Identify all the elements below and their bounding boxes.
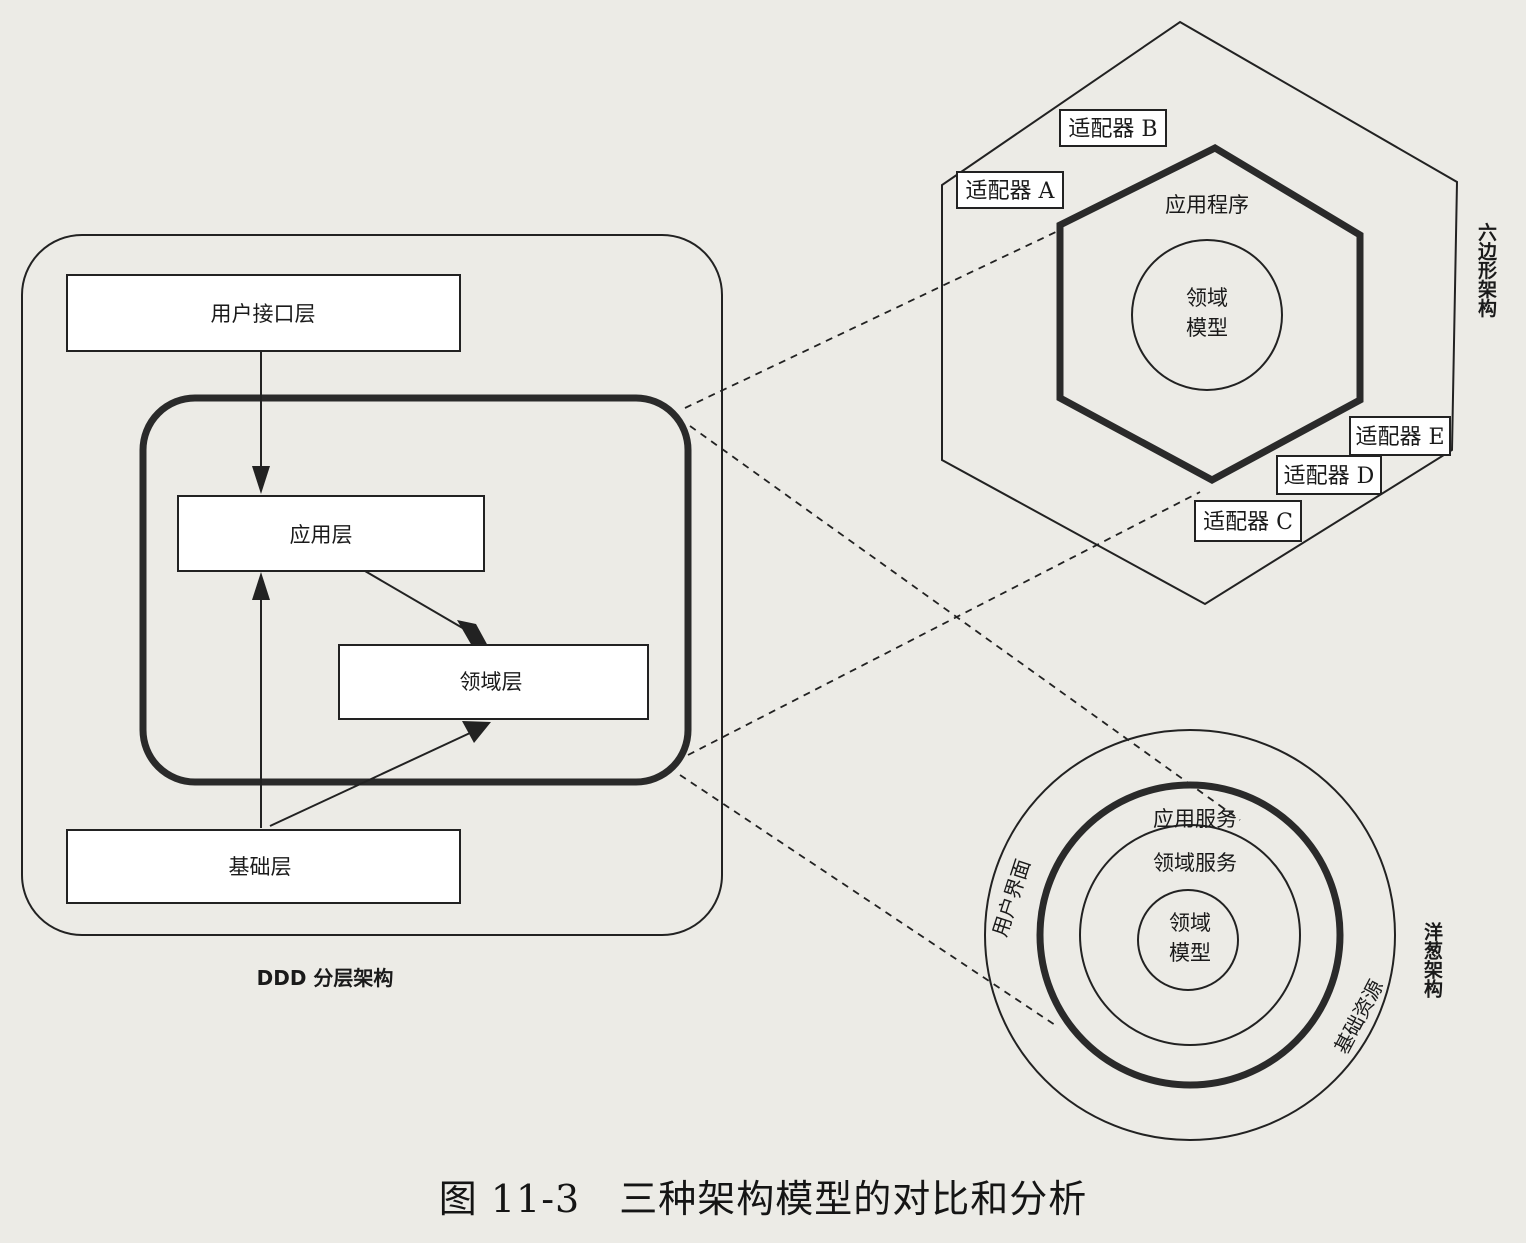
ddd-layer-app-box	[177, 495, 485, 572]
ddd-layer-domain-label: 领域层	[460, 670, 523, 694]
hexagon-domain-model-line2: 模型	[1186, 316, 1228, 340]
onion-domain-service-ring	[1079, 824, 1301, 1046]
adapter-b: 适配器 B	[1059, 109, 1167, 147]
arrow-infra-to-domain	[269, 721, 491, 827]
hexagon-domain-model-line1: 领域	[1186, 286, 1228, 310]
ddd-core-frame	[139, 394, 692, 786]
ddd-layer-domain-box	[338, 644, 649, 720]
arrow-infra-to-app	[252, 572, 270, 828]
svg-text:适配器 D: 适配器 D	[1284, 464, 1375, 489]
adapter-c: 适配器 C	[1194, 500, 1302, 542]
onion-app-service-label: 应用服务	[1153, 807, 1237, 831]
arrow-ui-to-app	[252, 351, 270, 494]
svg-text:适配器 C: 适配器 C	[1203, 510, 1293, 535]
svg-text:适配器 B: 适配器 B	[1068, 117, 1157, 142]
adapter-a: 适配器 A	[956, 171, 1064, 209]
ddd-layer-infra-label: 基础层	[229, 855, 292, 879]
ddd-layer-app-label: 应用层	[290, 523, 353, 547]
onion-user-interface-label: 用户界面	[988, 856, 1036, 940]
connector-dash-1	[684, 229, 1061, 409]
onion-domain-service-label: 领域服务	[1153, 851, 1237, 875]
connector-dash-2	[689, 425, 1241, 821]
onion-domain-model-line2: 模型	[1169, 941, 1211, 965]
adapter-e: 适配器 E	[1349, 416, 1451, 456]
onion-infrastructure-label: 基础资源	[1329, 976, 1388, 1058]
svg-text:适配器 A: 适配器 A	[966, 179, 1056, 204]
adapter-d: 适配器 D	[1276, 455, 1382, 495]
connector-dash-3	[687, 491, 1201, 756]
ddd-caption-label: DDD 分层架构	[257, 966, 394, 990]
onion-architecture-label: 洋葱架构	[1421, 921, 1444, 998]
ddd-layer-ui-box	[66, 274, 461, 352]
figure-caption: 图 11-3 三种架构模型的对比和分析	[438, 1177, 1088, 1221]
onion-domain-model-circle	[1137, 889, 1239, 991]
onion-domain-model-line1: 领域	[1169, 911, 1211, 935]
hexagon-application-label: 应用程序	[1165, 193, 1249, 217]
hexagon-architecture-label: 六边形架构	[1475, 221, 1498, 317]
connector-dash-4	[679, 774, 1059, 1028]
arrow-app-to-domain	[364, 570, 488, 646]
ddd-layer-infra-box	[66, 829, 461, 904]
hexagon-inner-application	[1056, 144, 1364, 484]
hexagon-domain-model-circle	[1131, 239, 1283, 391]
ddd-outer-frame	[21, 234, 723, 936]
ddd-layer-ui-label: 用户接口层	[211, 302, 316, 326]
svg-text:适配器 E: 适配器 E	[1355, 425, 1444, 450]
onion-application-service-ring	[1036, 781, 1344, 1089]
hexagon-outer	[941, 20, 1459, 606]
onion-outer-ring	[984, 729, 1396, 1141]
